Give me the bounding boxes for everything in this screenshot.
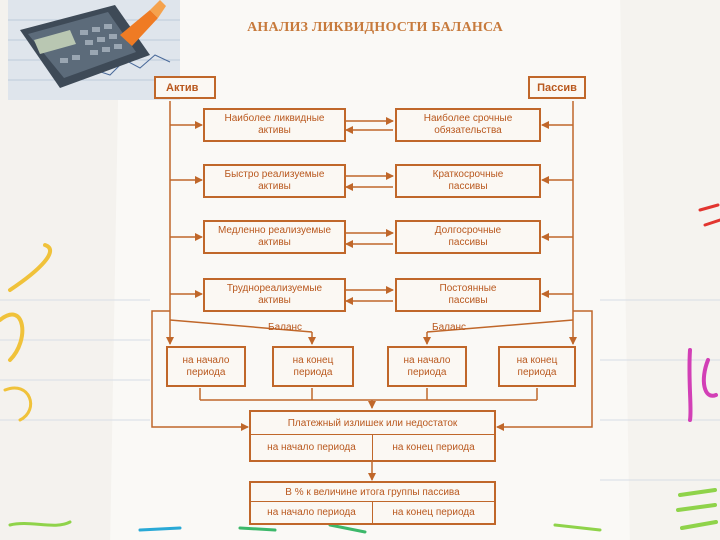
surplus-title: Платежный излишек или недостаток xyxy=(251,412,494,435)
percent-period-start: на начало периода xyxy=(251,502,373,523)
percent-period-end: на конец периода xyxy=(392,507,475,518)
surplus-period-end: на конец периода xyxy=(392,442,475,453)
balance-label-assets: Баланс xyxy=(268,322,303,333)
liability-most-urgent: Наиболее срочные обязательства xyxy=(395,108,541,142)
percent-table: В % к величине итога группы пассива на н… xyxy=(249,481,496,525)
liabilities-period-start: на начало периода xyxy=(387,346,467,387)
liabilities-period-end: на конец периода xyxy=(498,346,576,387)
liability-short-term: Краткосрочные пассивы xyxy=(395,164,541,198)
balance-label-liabilities: Баланс xyxy=(432,322,467,333)
percent-title: В % к величине итога группы пассива xyxy=(251,483,494,502)
surplus-period-start: на начало периода xyxy=(251,435,373,460)
scribbles xyxy=(0,203,720,534)
assets-period-start: на начало периода xyxy=(166,346,246,387)
asset-quick: Быстро реализуемые активы xyxy=(203,164,346,198)
calculator-photo xyxy=(8,0,180,100)
assets-period-end: на конец периода xyxy=(272,346,354,387)
asset-hard: Труднореализуемые активы xyxy=(203,278,346,312)
surplus-table: Платежный излишек или недостаток на нача… xyxy=(249,410,496,462)
header-assets: Актив xyxy=(154,76,216,99)
liability-permanent: Постоянные пассивы xyxy=(395,278,541,312)
asset-slow: Медленно реализуемые активы xyxy=(203,220,346,254)
header-liabilities: Пассив xyxy=(528,76,586,99)
page-title: АНАЛИЗ ЛИКВИДНОСТИ БАЛАНСА xyxy=(247,20,503,35)
asset-most-liquid: Наиболее ликвидные активы xyxy=(203,108,346,142)
liability-long-term: Долгосрочные пассивы xyxy=(395,220,541,254)
